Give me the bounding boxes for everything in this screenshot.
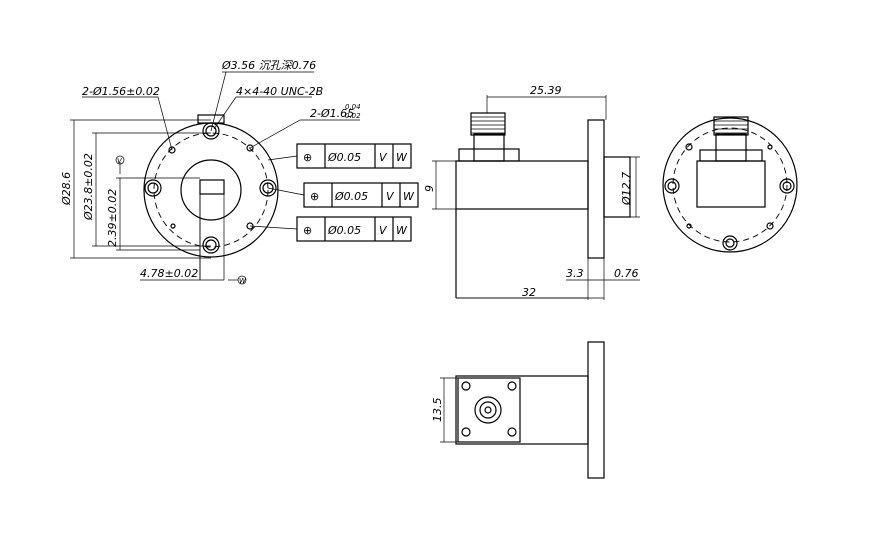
datum-v-letter: V [117,157,123,165]
label-countersink: Ø3.56 沉孔深0.76 [221,59,316,72]
svg-text:V: V [379,224,388,237]
front-center-slot [199,179,225,195]
label-holes-156: 2-Ø1.56±0.02 [82,85,160,98]
tolerance-frame-3: ⊕ Ø0.05 V W [296,216,412,242]
bottom-body [455,375,589,445]
bottom-screw-2 [507,381,517,391]
dim-flange-thk: 0.76 [614,267,639,280]
dim-height: 9 [423,185,436,192]
bottom-connector-mid [479,401,497,419]
svg-text:⊕: ⊕ [310,190,319,203]
dim-flange-gap: 3.3 [566,267,584,280]
dim-square: 13.5 [431,398,444,423]
side-flange [587,119,605,259]
dim-flange-dia: Ø12.7 [620,172,633,206]
svg-text:⊕: ⊕ [303,151,312,164]
rear-hole-left [664,178,680,194]
bottom-view: 13.5 [431,341,605,479]
dim-outer-dia: Ø28.6 [60,172,73,206]
svg-text:V: V [379,151,388,164]
rear-hole-right [779,178,795,194]
dim-offset-v: 2.39±0.02 [106,189,119,247]
rear-connector-thread [713,116,749,136]
rear-view [662,116,798,253]
front-view: 2-Ø1.56±0.02 Ø3.56 沉孔深0.76 4×4-40 UNC-2B… [60,59,419,285]
rear-thread-hatch [714,120,748,134]
side-view: 25.39 9 Ø12.7 3.3 0.76 32 [423,84,640,300]
bottom-connector-pin [484,406,492,414]
rear-bolt-circle [672,127,788,243]
tolerance-frame-2: ⊕ Ø0.05 V W [303,182,419,208]
bottom-screw-4 [507,427,517,437]
dim-connector-pos: 25.39 [530,84,562,97]
front-top-tab [197,114,225,124]
rear-body-rect [696,160,766,208]
dim-pitch-dia: Ø23.8±0.02 [82,153,95,221]
svg-text:Ø0.05: Ø0.05 [327,151,361,164]
rear-dowel-4 [766,222,774,230]
bottom-square-flange [457,377,521,443]
svg-text:W: W [403,190,415,203]
rear-dowel-3 [686,223,692,229]
front-dowel-1 [168,146,176,154]
rear-hole-bottom [722,235,738,251]
side-body [455,160,589,210]
front-hole-left [144,179,162,197]
rear-outer-circle [662,117,798,253]
front-hole-right [259,179,277,197]
rear-dowel-2 [767,144,773,150]
front-dowel-3 [170,223,176,229]
bottom-screw-1 [461,381,471,391]
label-holes-165-tol-lower: 0.02 [345,112,361,120]
bottom-connector-outer [474,396,502,424]
svg-text:W: W [396,151,408,164]
side-thread-hatch [471,116,505,134]
front-hole-bottom [202,236,220,254]
svg-text:W: W [396,224,408,237]
rear-connector-body [715,133,747,162]
side-connector-thread [470,112,506,136]
front-bolt-circle [153,132,269,248]
bottom-flange [587,341,605,479]
rear-dowel-1 [685,143,693,151]
bottom-screw-3 [461,427,471,437]
side-connector-body [473,133,505,162]
datum-w-letter: W [239,277,247,285]
svg-text:Ø0.05: Ø0.05 [334,190,368,203]
tolerance-frame-1: ⊕ Ø0.05 V W [296,143,412,169]
front-dowel-2 [246,144,254,152]
rear-connector-nut [699,149,763,162]
front-center-bore [180,159,242,221]
svg-text:⊕: ⊕ [303,224,312,237]
front-hole-top [202,122,220,140]
label-holes-165-tol-upper: 0.04 [345,103,361,111]
svg-text:V: V [386,190,395,203]
dim-offset-h: 4.78±0.02 [140,267,198,280]
side-connector-nut [458,148,520,162]
dim-length: 32 [522,286,536,299]
label-holes-165: 2-Ø1.65 [310,107,354,120]
svg-text:Ø0.05: Ø0.05 [327,224,361,237]
label-thread: 4×4-40 UNC-2B [236,85,323,98]
